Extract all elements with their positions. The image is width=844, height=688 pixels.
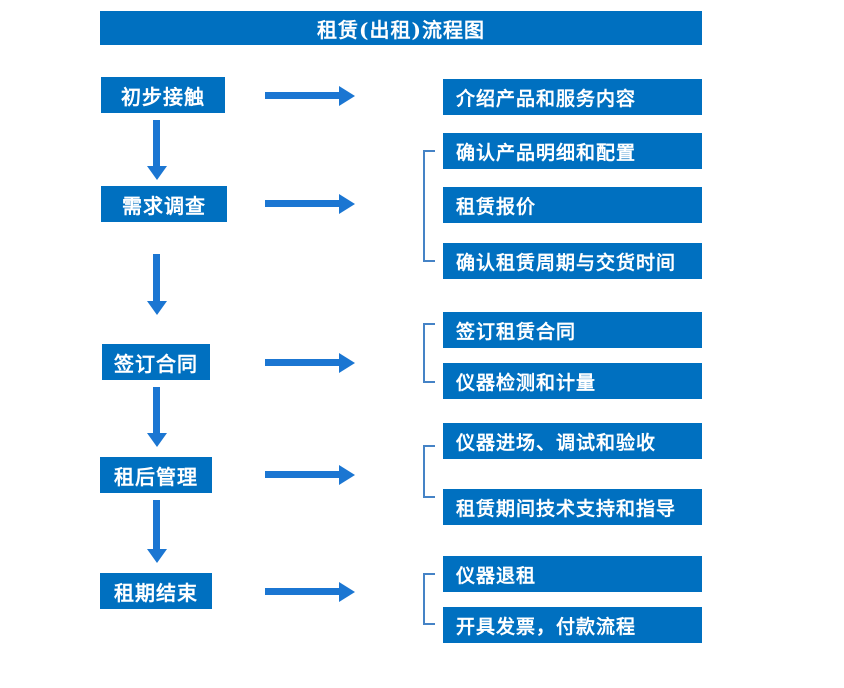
flow-arrow-right-icon: [265, 582, 355, 602]
flow-arrow-right-icon: [265, 194, 355, 214]
detail-box: 租赁期间技术支持和指导: [443, 489, 702, 525]
step-box-demand-survey: 需求调查: [101, 186, 227, 222]
detail-box: 确认租赁周期与交货时间: [443, 243, 702, 279]
flow-arrow-right-icon: [265, 86, 355, 106]
detail-box: 仪器退租: [443, 556, 702, 592]
flowchart-title: 租赁(出租)流程图: [100, 11, 702, 45]
flow-arrow-down-icon: [147, 254, 167, 315]
detail-box: 租赁报价: [443, 187, 702, 223]
step-box-rental-end: 租期结束: [100, 573, 212, 609]
step-box-initial-contact: 初步接触: [101, 77, 225, 113]
detail-box: 仪器检测和计量: [443, 363, 702, 399]
flow-arrow-down-icon: [147, 387, 167, 447]
flow-arrow-right-icon: [265, 353, 355, 373]
detail-box: 开具发票，付款流程: [443, 607, 702, 643]
group-bracket: [423, 445, 435, 498]
flow-arrow-right-icon: [265, 465, 355, 485]
step-box-sign-contract: 签订合同: [102, 344, 210, 380]
group-bracket: [423, 150, 435, 262]
step-box-post-rental-management: 租后管理: [100, 457, 212, 493]
detail-box: 确认产品明细和配置: [443, 133, 702, 169]
detail-box: 介绍产品和服务内容: [443, 79, 702, 115]
detail-box: 签订租赁合同: [443, 312, 702, 348]
group-bracket: [423, 323, 435, 383]
flow-arrow-down-icon: [147, 500, 167, 563]
group-bracket: [423, 573, 435, 625]
flow-arrow-down-icon: [147, 120, 167, 180]
detail-box: 仪器进场、调试和验收: [443, 423, 702, 459]
